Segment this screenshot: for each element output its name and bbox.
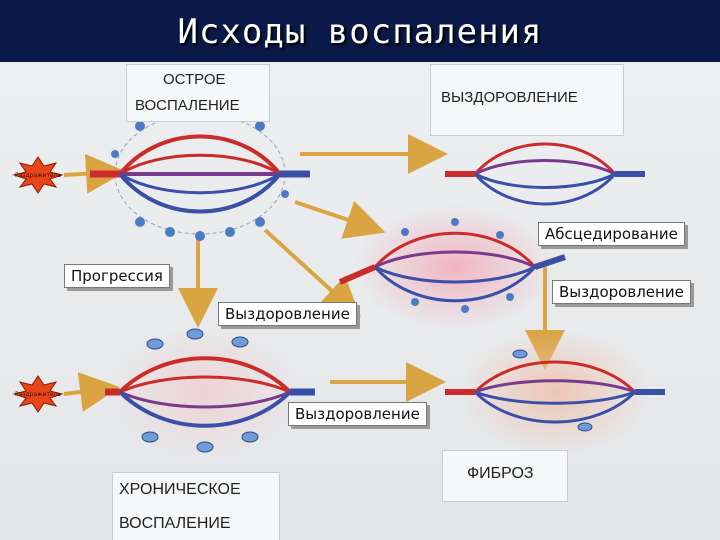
arrow-stimulus-bottom bbox=[63, 372, 120, 412]
recovery-top-label: ВЫЗДОРОВЛЕНИЕ bbox=[441, 89, 578, 106]
stimulus-bottom: Раздражитель bbox=[12, 375, 64, 413]
acute-line1: ОСТРОЕ bbox=[163, 71, 226, 88]
recovery-label-bottom: Выздоровление bbox=[288, 402, 427, 426]
acute-inflammation-box: ОСТРОЕ ВОСПАЛЕНИЕ bbox=[126, 64, 270, 122]
stimulus-top: Раздражитель bbox=[12, 156, 64, 194]
stimulus-burst-icon bbox=[12, 156, 64, 194]
arrow-acute-to-abscess bbox=[294, 200, 386, 239]
stimulus-burst-icon bbox=[12, 375, 64, 413]
recovery-label-right: Выздоровление bbox=[552, 280, 691, 304]
recovery-label-middle: Выздоровление bbox=[218, 302, 357, 326]
stimulus-bottom-label: Раздражитель bbox=[15, 391, 61, 398]
slide-title: Исходы воспаления bbox=[177, 12, 543, 52]
abscess-label: Абсцедирование bbox=[538, 222, 685, 246]
abscess-illustration bbox=[338, 205, 566, 329]
fibrosis-box: ФИБРОЗ bbox=[442, 450, 568, 502]
fibrosis-illustration bbox=[445, 330, 665, 454]
arrow-acute-to-fibrosis bbox=[263, 228, 361, 318]
progression-label: Прогрессия bbox=[64, 264, 170, 288]
diagram-svg: Раздражитель Раздражитель bbox=[12, 107, 665, 457]
chronic-inflammation-illustration bbox=[105, 327, 315, 457]
recovery-top-box: ВЫЗДОРОВЛЕНИЕ bbox=[430, 64, 624, 136]
chronic-line2: ВОСПАЛЕНИЕ bbox=[119, 515, 231, 532]
recovery-illustration bbox=[445, 142, 645, 206]
chronic-inflammation-box: ХРОНИЧЕСКОЕ ВОСПАЛЕНИЕ bbox=[112, 472, 280, 540]
diagram-panel: Раздражитель Раздражитель bbox=[0, 62, 720, 540]
acute-inflammation-illustration bbox=[90, 107, 310, 241]
fibrosis-label: ФИБРОЗ bbox=[467, 465, 534, 482]
chronic-line1: ХРОНИЧЕСКОЕ bbox=[119, 481, 241, 498]
stimulus-top-label: Раздражитель bbox=[15, 172, 61, 179]
acute-line2: ВОСПАЛЕНИЕ bbox=[135, 97, 240, 114]
